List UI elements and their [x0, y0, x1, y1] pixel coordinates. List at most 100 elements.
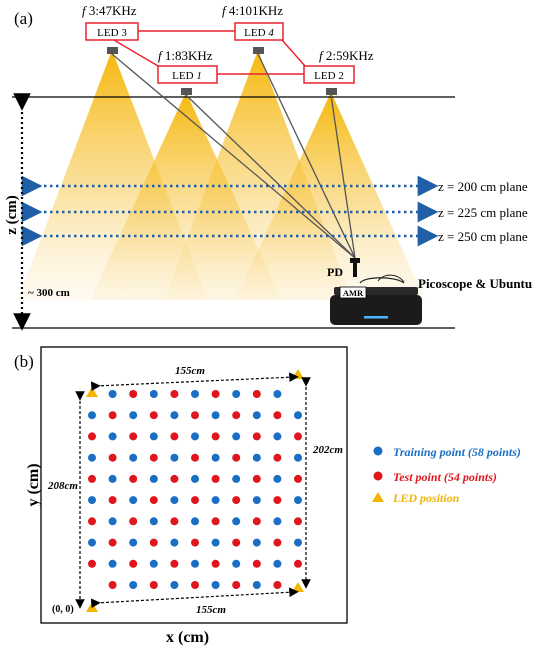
- led-marker: [86, 387, 98, 397]
- test-point: [252, 432, 261, 441]
- training-point: [88, 453, 96, 462]
- training-point: [191, 474, 199, 483]
- test-point: [273, 538, 282, 547]
- test-point: [232, 538, 241, 547]
- legend-led-marker: [372, 492, 384, 502]
- point-grid: [88, 390, 302, 589]
- led-label-3: LED 3 f 3:47KHz: [82, 3, 139, 41]
- test-point: [108, 538, 117, 547]
- training-point: [273, 517, 282, 526]
- training-point: [211, 411, 220, 420]
- test-point: [149, 538, 158, 547]
- test-point: [170, 559, 179, 568]
- dim-top-label: 155cm: [175, 365, 205, 377]
- test-point: [294, 432, 302, 441]
- training-point: [108, 517, 117, 526]
- training-point: [149, 559, 158, 568]
- test-point: [170, 474, 179, 483]
- height-label: ~ 300 cm: [28, 287, 70, 299]
- test-point: [170, 517, 179, 526]
- training-point: [273, 432, 282, 441]
- led-fixtures: [107, 47, 337, 95]
- training-point: [129, 538, 138, 547]
- x-axis-label: x (cm): [166, 629, 209, 646]
- test-point: [191, 496, 199, 505]
- training-point: [294, 496, 302, 505]
- dimension-arrows: [75, 372, 311, 609]
- test-point: [211, 559, 220, 568]
- test-point: [273, 496, 282, 505]
- legend-test-label: Test point (54 points): [393, 470, 497, 484]
- test-point: [108, 496, 117, 505]
- training-point: [170, 538, 179, 547]
- training-point: [273, 559, 282, 568]
- plane-label-225: z = 225 cm plane: [438, 205, 528, 220]
- training-point: [252, 538, 261, 547]
- led-markers: [86, 369, 304, 612]
- test-point: [232, 496, 241, 505]
- svg-text:f 4:101KHz: f 4:101KHz: [222, 3, 283, 18]
- training-point: [294, 453, 302, 462]
- svg-text:LED 2: LED 2: [314, 70, 344, 82]
- test-point: [191, 538, 199, 547]
- training-point: [149, 432, 158, 441]
- y-axis-label: y (cm): [25, 463, 42, 506]
- training-point: [273, 390, 282, 398]
- training-point: [232, 474, 241, 483]
- test-point: [273, 453, 282, 462]
- training-point: [170, 411, 179, 420]
- panel-b-frame: [40, 346, 348, 624]
- led-fixture-2: [326, 88, 337, 95]
- photodetector: PD: [327, 258, 360, 279]
- training-point: [273, 474, 282, 483]
- training-point: [129, 411, 138, 420]
- svg-text:LED 1: LED 1: [172, 70, 202, 82]
- test-point: [129, 517, 138, 526]
- training-point: [129, 453, 138, 462]
- training-point: [108, 474, 117, 483]
- training-point: [294, 538, 302, 547]
- test-point: [108, 411, 117, 420]
- test-point: [129, 559, 138, 568]
- training-point: [211, 581, 220, 589]
- test-point: [149, 411, 158, 420]
- plane-label-200: z = 200 cm plane: [438, 179, 528, 194]
- training-point: [129, 581, 138, 589]
- led-label-2: LED 2 f 2:59KHz: [303, 48, 374, 84]
- training-point: [252, 496, 261, 505]
- training-point: [108, 390, 117, 398]
- test-point: [129, 390, 138, 398]
- legend: Training point (58 points) Test point (5…: [372, 445, 521, 505]
- test-point: [294, 474, 302, 483]
- test-point: [129, 474, 138, 483]
- training-point: [88, 496, 96, 505]
- test-point: [252, 517, 261, 526]
- training-point: [252, 411, 261, 420]
- test-point: [211, 390, 220, 398]
- amr-robot: AMR: [330, 274, 422, 325]
- training-point: [191, 432, 199, 441]
- dim-bottom-label: 155cm: [196, 604, 226, 616]
- test-point: [149, 453, 158, 462]
- test-point: [252, 474, 261, 483]
- test-point: [170, 390, 179, 398]
- panel-a: (a) LED 3 f 3:47KHz: [4, 3, 532, 331]
- training-point: [232, 390, 241, 398]
- panel-b: (b) 155cm 155cm 208cm 202cm (0, 0) x (cm…: [14, 346, 521, 646]
- test-point: [211, 517, 220, 526]
- legend-led-label: LED position: [392, 491, 460, 505]
- training-point: [149, 474, 158, 483]
- test-point: [129, 432, 138, 441]
- led-connections: [113, 30, 306, 75]
- test-point: [191, 581, 199, 589]
- led-label-1: LED 1 f 1:83KHz: [157, 48, 218, 84]
- training-point: [129, 496, 138, 505]
- z-axis-label: z (cm): [4, 195, 20, 235]
- led-label-4: LED 4 f 4:101KHz: [222, 3, 284, 41]
- training-point: [232, 517, 241, 526]
- test-point: [232, 453, 241, 462]
- training-point: [252, 581, 261, 589]
- led-fixture-3: [107, 47, 118, 54]
- test-point: [232, 581, 241, 589]
